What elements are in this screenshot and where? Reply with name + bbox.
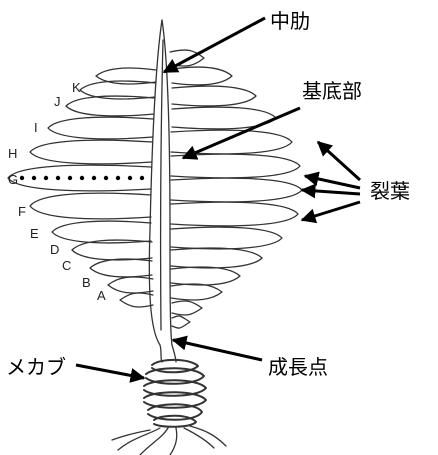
left-lobe xyxy=(30,193,151,219)
right-lobe xyxy=(171,154,300,178)
stipe-left xyxy=(160,345,162,362)
right-lobe xyxy=(171,248,262,268)
dot xyxy=(116,176,120,180)
lobes-arrow-3 xyxy=(302,190,360,194)
dot xyxy=(104,176,108,180)
base-arrow xyxy=(183,108,300,158)
lobes-arrow-4 xyxy=(302,202,360,220)
right-lobe xyxy=(171,178,302,202)
right-lobe xyxy=(171,284,222,300)
base-label: 基底部 xyxy=(302,79,362,103)
right-lobe xyxy=(171,202,298,226)
roots xyxy=(112,426,226,455)
growth-point-label: 成長点 xyxy=(268,355,328,379)
lobe-letter-h: H xyxy=(8,146,17,161)
dot xyxy=(140,176,144,180)
left-lobe xyxy=(120,293,153,307)
lobe-letter-c: C xyxy=(62,258,71,273)
midrib-label: 中肋 xyxy=(270,9,310,33)
dot xyxy=(20,176,24,180)
right-lobes xyxy=(170,50,302,328)
lobe-letter-b: B xyxy=(82,275,91,290)
left-lobe xyxy=(52,221,151,243)
lobe-letter-d: D xyxy=(50,242,59,257)
dot xyxy=(56,176,60,180)
dot xyxy=(32,176,36,180)
lobe-letter-k: K xyxy=(72,80,81,95)
midrib-arrow xyxy=(164,18,265,72)
right-lobe xyxy=(172,86,256,106)
lobe-letter-a: A xyxy=(97,288,106,303)
left-lobe xyxy=(48,117,153,139)
mekabu-coils xyxy=(144,360,206,427)
dot xyxy=(80,176,84,180)
right-lobe xyxy=(171,130,292,154)
left-lobe xyxy=(108,277,153,293)
dot xyxy=(68,176,72,180)
lobe-letter-j: J xyxy=(54,94,61,109)
lobe-letter-g: G xyxy=(8,172,18,187)
lobe-letter-f: F xyxy=(18,204,26,219)
growth-point-arrow xyxy=(173,340,262,360)
left-lobes xyxy=(8,68,156,307)
dot xyxy=(44,176,48,180)
holdfast-arrow xyxy=(76,365,144,378)
right-lobe xyxy=(172,67,232,85)
left-lobe xyxy=(90,259,152,277)
dot xyxy=(128,176,132,180)
lobes-label: 裂葉 xyxy=(370,179,410,203)
lobe-letter-i: I xyxy=(34,120,38,135)
lobe-g-dotted-line xyxy=(20,176,144,180)
holdfast-label: メカブ xyxy=(6,355,66,379)
right-lobe xyxy=(172,301,202,315)
midrib-center-line xyxy=(161,40,163,330)
lobe-letter-e: E xyxy=(30,226,39,241)
lobes-arrow-1 xyxy=(318,142,360,180)
right-lobe xyxy=(172,316,190,328)
dot xyxy=(92,176,96,180)
lobes-arrow-2 xyxy=(305,176,360,188)
right-lobe xyxy=(171,227,282,249)
left-lobe xyxy=(30,140,152,164)
right-lobe xyxy=(171,267,240,285)
